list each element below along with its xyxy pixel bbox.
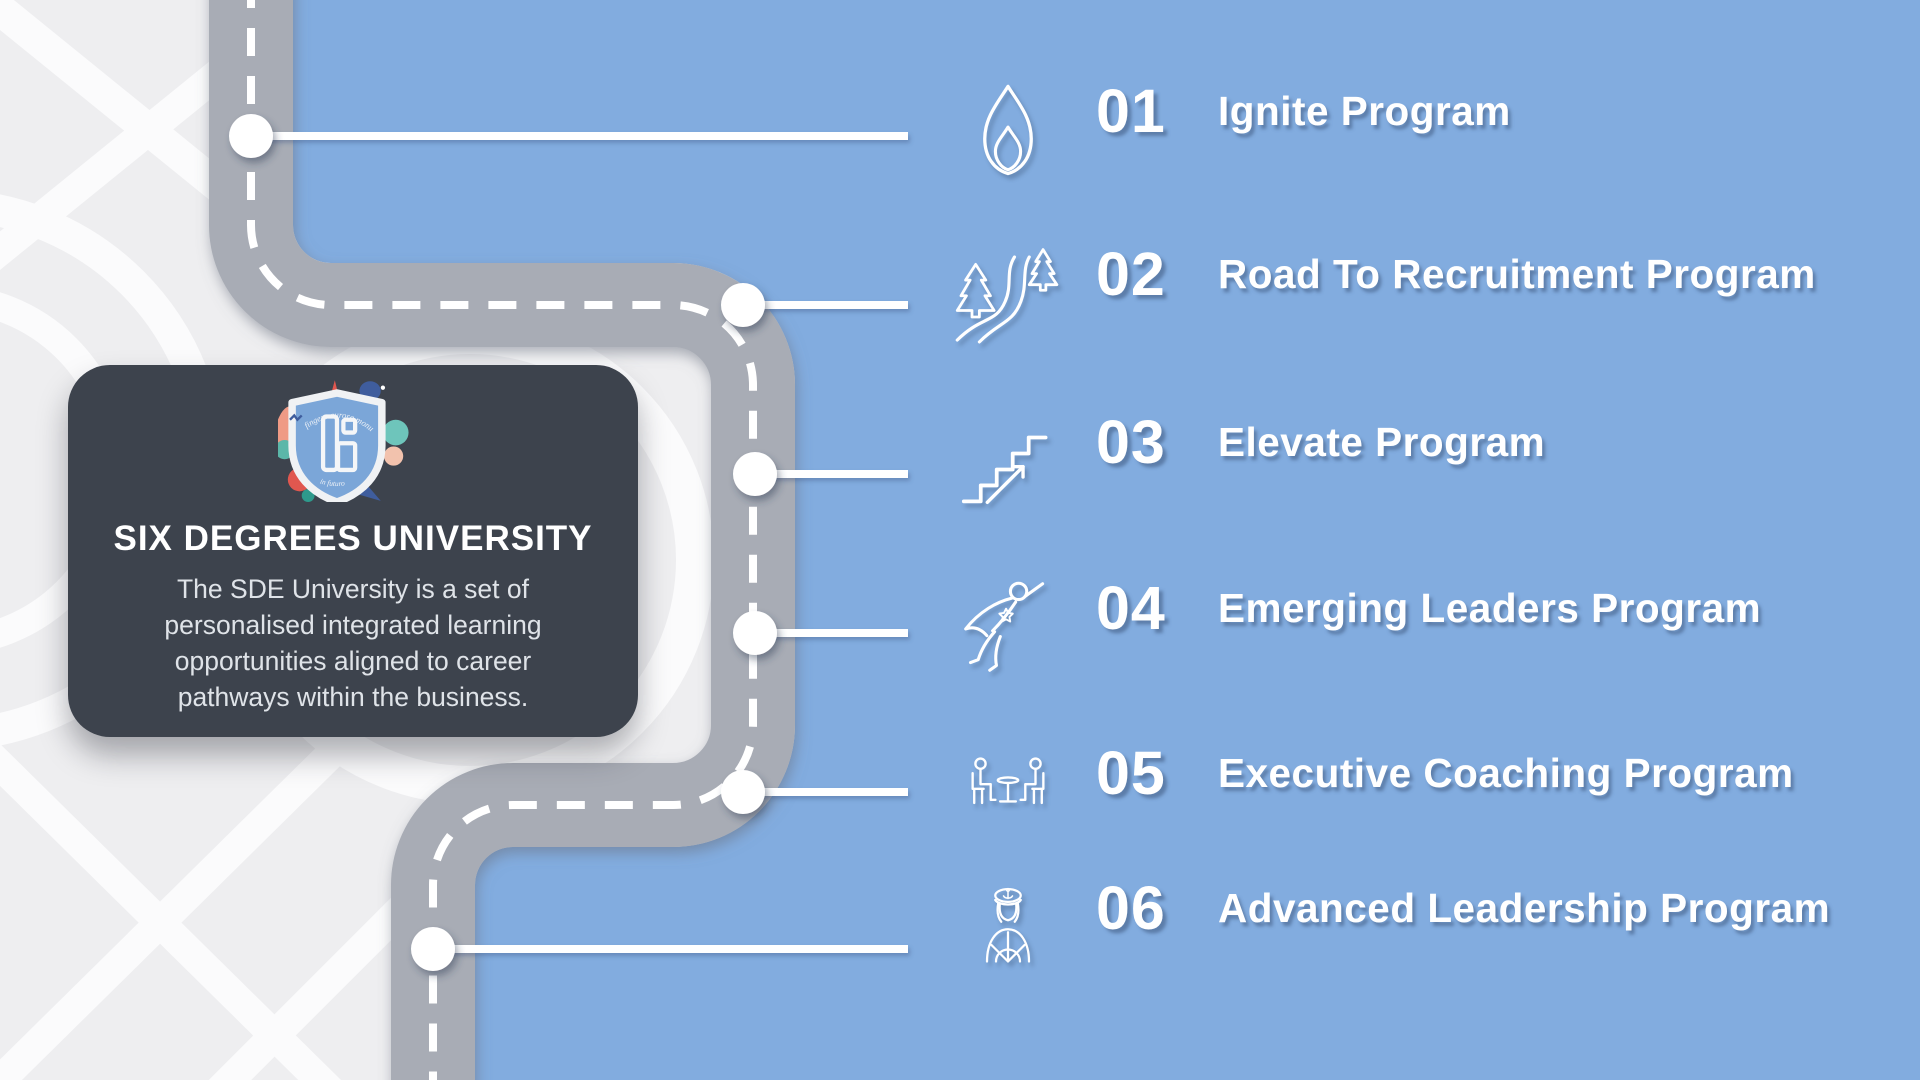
university-description: The SDE University is a set of personali… — [164, 574, 542, 712]
road-trees-icon — [955, 248, 1058, 344]
university-card: fingere aurora monus in futuro SIX DEGRE… — [68, 365, 638, 737]
university-title: SIX DEGREES UNIVERSITY — [113, 519, 593, 558]
program-number: 02 — [1096, 240, 1166, 308]
road-center-dashes — [247, 0, 757, 1080]
milestone-nodes — [229, 114, 777, 971]
program-number: 05 — [1096, 739, 1166, 807]
six-degrees-mark — [320, 414, 358, 473]
milestone-node-2 — [721, 283, 765, 327]
shield-logo-icon: fingere aurora monus in futuro — [278, 377, 409, 502]
program-label: Emerging Leaders Program — [1218, 584, 1762, 631]
milestone-node-4 — [733, 611, 777, 655]
logo-motto-bottom: in futuro — [319, 477, 345, 488]
connector-lines — [251, 132, 908, 953]
superhero-icon — [963, 581, 1044, 672]
svg-text:in futuro: in futuro — [319, 477, 345, 488]
program-label: Advanced Leadership Program — [1218, 884, 1831, 931]
program-row-road-to-recruitment: 02 Road To Recruitment Program — [945, 231, 1816, 355]
milestone-node-3 — [733, 452, 777, 496]
program-row-advanced-leadership: 06 Advanced Leadership Program — [945, 865, 1830, 989]
program-row-executive-coaching: 05 Executive Coaching Program — [945, 730, 1794, 854]
program-label: Executive Coaching Program — [1218, 749, 1794, 796]
university-logo: fingere aurora monus in futuro — [278, 377, 428, 505]
blue-region — [293, 0, 1920, 1080]
flame-icon — [982, 84, 1033, 176]
program-label: Elevate Program — [1218, 418, 1546, 465]
milestone-node-5 — [721, 770, 765, 814]
program-number: 01 — [1096, 77, 1166, 145]
program-row-emerging-leaders: 04 Emerging Leaders Program — [945, 565, 1761, 689]
milestone-node-1 — [229, 114, 273, 158]
zigzag-mark — [289, 413, 303, 422]
captain-icon — [985, 887, 1030, 963]
program-row-ignite: 01 Ignite Program — [945, 68, 1511, 192]
stairs-growth-icon — [961, 435, 1047, 505]
coaching-table-icon — [970, 757, 1045, 805]
program-label: Ignite Program — [1218, 87, 1511, 134]
program-label: Road To Recruitment Program — [1218, 250, 1816, 297]
program-number: 03 — [1096, 408, 1166, 476]
program-number: 04 — [1096, 574, 1166, 642]
milestone-node-6 — [411, 927, 455, 971]
program-row-elevate: 03 Elevate Program — [945, 399, 1545, 523]
program-number: 06 — [1096, 874, 1166, 942]
